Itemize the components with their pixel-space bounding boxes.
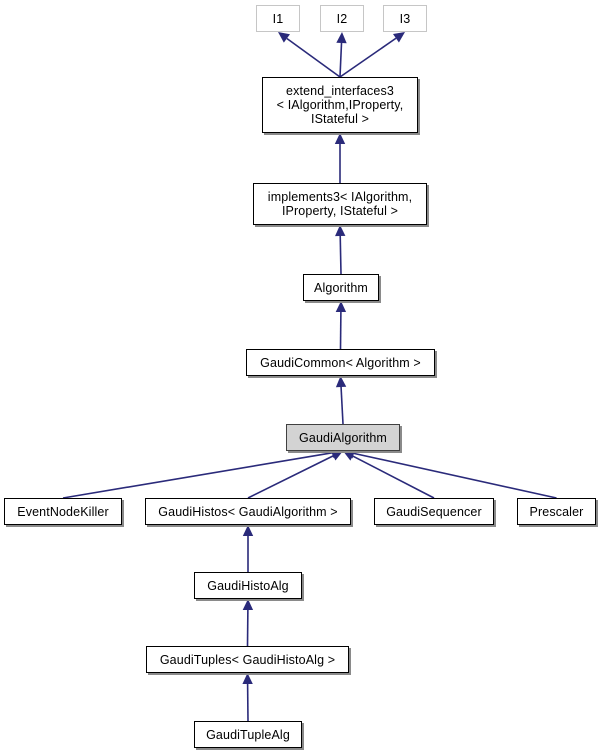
inheritance-edge-gaudisequencer-to-gaudialgorithm: [343, 451, 435, 499]
inheritance-edge-extend3-to-i3: [339, 32, 405, 78]
class-node-label: EventNodeKiller: [17, 504, 109, 519]
inheritance-edge-gauditupleealg-to-gauditupleshisto: [242, 673, 253, 722]
class-node-label: GaudiTuples< GaudiHistoAlg >: [159, 652, 336, 667]
inheritance-edge-prescaler-to-gaudialgorithm: [343, 448, 557, 499]
class-node-label: GaudiHistoAlg: [207, 578, 289, 593]
class-node-label: GaudiCommon< Algorithm >: [260, 355, 421, 370]
inheritance-edge-gauditupleshisto-to-gaudihistoalg: [242, 599, 254, 647]
class-node-label: GaudiAlgorithm: [299, 430, 387, 445]
class-node-label: I3: [399, 11, 411, 26]
inheritance-edge-eventnodekiller-to-gaudialgorithm: [62, 447, 343, 499]
inheritance-edge-gaudihistoalg-to-gaudihistos: [242, 525, 254, 572]
class-node-i3[interactable]: I3: [383, 5, 427, 32]
inheritance-edge-extend3-to-i2: [336, 32, 347, 78]
class-node-extend3[interactable]: extend_interfaces3 < IAlgorithm,IPropert…: [262, 77, 418, 133]
class-node-gaudihistoalg[interactable]: GaudiHistoAlg: [194, 572, 302, 599]
class-node-prescaler[interactable]: Prescaler: [517, 498, 596, 525]
class-node-gauditupleealg[interactable]: GaudiTupleAlg: [194, 721, 302, 748]
class-node-algorithm[interactable]: Algorithm: [303, 274, 379, 301]
class-node-eventnodekiller[interactable]: EventNodeKiller: [4, 498, 122, 525]
class-node-label: implements3< IAlgorithm, IProperty, ISta…: [267, 190, 413, 218]
inheritance-edge-gaudicommon-to-algorithm: [335, 301, 347, 350]
inheritance-edge-implements3-to-extend3: [334, 133, 346, 183]
inheritance-edge-gaudialgorithm-to-gaudicommon: [335, 376, 347, 425]
inheritance-edge-extend3-to-i1: [278, 32, 341, 78]
class-node-label: Algorithm: [314, 280, 368, 295]
inheritance-edge-gaudihistos-to-gaudialgorithm: [247, 451, 343, 499]
class-node-label: GaudiTupleAlg: [206, 727, 290, 742]
class-node-label: GaudiSequencer: [386, 504, 482, 519]
class-node-gaudialgorithm[interactable]: GaudiAlgorithm: [286, 424, 400, 451]
class-node-label: GaudiHistos< GaudiAlgorithm >: [158, 504, 338, 519]
class-node-gauditupleshisto[interactable]: GaudiTuples< GaudiHistoAlg >: [146, 646, 349, 673]
class-node-label: extend_interfaces3 < IAlgorithm,IPropert…: [276, 84, 404, 126]
class-node-gaudihistos[interactable]: GaudiHistos< GaudiAlgorithm >: [145, 498, 351, 525]
class-node-implements3[interactable]: implements3< IAlgorithm, IProperty, ISta…: [253, 183, 427, 225]
class-node-gaudicommon[interactable]: GaudiCommon< Algorithm >: [246, 349, 435, 376]
inheritance-edge-algorithm-to-implements3: [335, 225, 346, 275]
class-node-label: I2: [336, 11, 348, 26]
class-node-gaudisequencer[interactable]: GaudiSequencer: [374, 498, 494, 525]
class-node-i1[interactable]: I1: [256, 5, 300, 32]
class-node-label: Prescaler: [529, 504, 584, 519]
class-node-label: I1: [272, 11, 284, 26]
class-node-i2[interactable]: I2: [320, 5, 364, 32]
